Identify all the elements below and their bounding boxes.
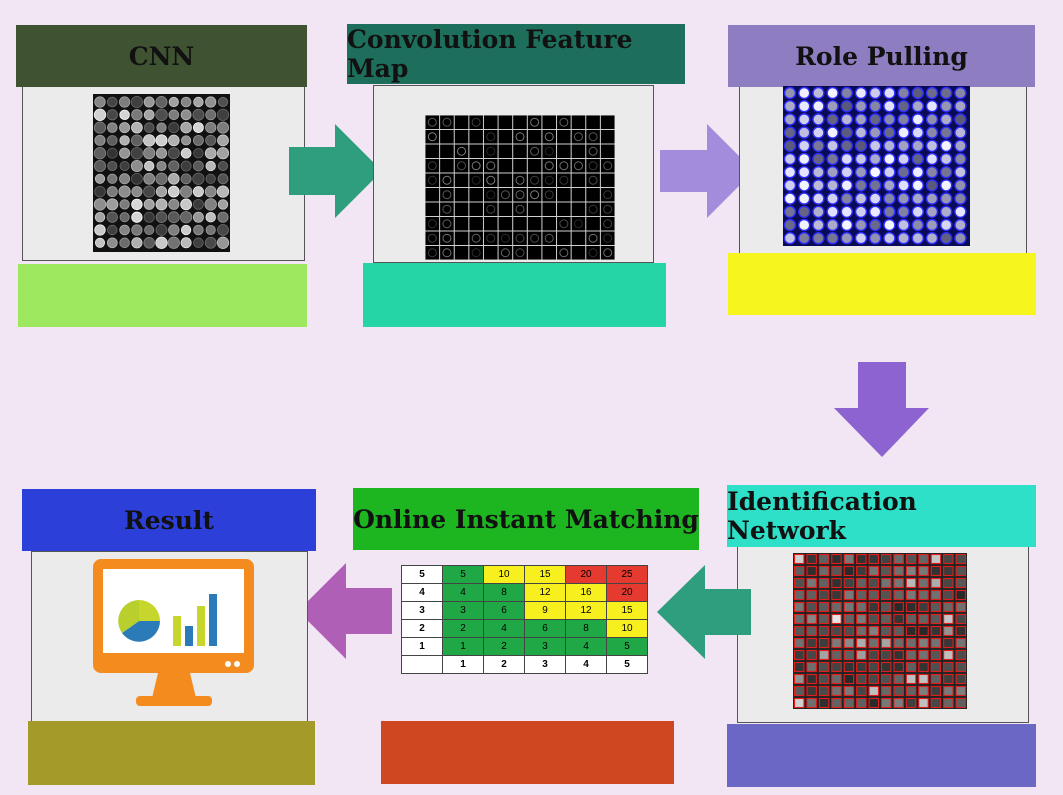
matrix-cell: 16 xyxy=(565,583,607,602)
matrix-row-label: 4 xyxy=(401,583,443,602)
matrix-cell: 20 xyxy=(565,565,607,584)
pool-footer xyxy=(728,253,1036,315)
matrix-cell: 15 xyxy=(606,601,648,620)
cnn-footer xyxy=(18,264,307,327)
matrix-cell: 6 xyxy=(524,619,566,638)
pool-blue-cell-grid-image xyxy=(783,86,970,246)
cnn-grayscale-cell-grid-image xyxy=(93,94,230,252)
arrow-right-icon xyxy=(289,124,382,218)
matrix-col-label: 1 xyxy=(442,655,484,674)
matrix-row-label: 2 xyxy=(401,619,443,638)
matrix-cell: 6 xyxy=(483,601,525,620)
matrix-cell: 4 xyxy=(483,619,525,638)
matrix-cell: 5 xyxy=(442,565,484,584)
matrix-cell: 15 xyxy=(524,565,566,584)
matrix-col-label: 5 xyxy=(606,655,648,674)
arrow-left-icon xyxy=(298,563,392,659)
result-footer xyxy=(28,721,315,785)
cnn-title: CNN xyxy=(16,25,307,87)
matrix-cell: 8 xyxy=(483,583,525,602)
pool-title: Role Pulling xyxy=(728,25,1035,87)
result-title: Result xyxy=(22,489,316,551)
matrix-cell: 2 xyxy=(442,619,484,638)
matrix-cell: 9 xyxy=(524,601,566,620)
matrix-row-label: 3 xyxy=(401,601,443,620)
match-title: Online Instant Matching xyxy=(353,488,699,550)
matrix-cell: 1 xyxy=(442,637,484,656)
ident-red-detection-grid-image xyxy=(793,553,967,709)
arrow-right-icon xyxy=(660,124,754,218)
matrix-cell: 4 xyxy=(565,637,607,656)
monitor-chart-icon xyxy=(93,559,254,706)
ident-title: Identification Network xyxy=(727,485,1036,547)
conv-title: Convolution Feature Map xyxy=(347,24,685,84)
matrix-cell: 2 xyxy=(483,637,525,656)
matrix-cell: 12 xyxy=(565,601,607,620)
matrix-cell: 10 xyxy=(606,619,648,638)
matrix-cell: 3 xyxy=(524,637,566,656)
matrix-cell: 8 xyxy=(565,619,607,638)
conv-footer xyxy=(363,263,666,327)
conv-feature-grid-image xyxy=(425,115,615,260)
matrix-cell: 12 xyxy=(524,583,566,602)
matrix-corner xyxy=(401,655,443,674)
arrow-down-icon xyxy=(834,362,929,457)
matrix-cell: 4 xyxy=(442,583,484,602)
matrix-cell: 20 xyxy=(606,583,648,602)
ident-footer xyxy=(727,724,1036,787)
matrix-col-label: 3 xyxy=(524,655,566,674)
matrix-cell: 5 xyxy=(606,637,648,656)
matrix-cell: 25 xyxy=(606,565,648,584)
matrix-col-label: 4 xyxy=(565,655,607,674)
matrix-col-label: 2 xyxy=(483,655,525,674)
matrix-row-label: 5 xyxy=(401,565,443,584)
matrix-row-label: 1 xyxy=(401,637,443,656)
arrow-left-icon xyxy=(657,565,751,659)
matrix-cell: 3 xyxy=(442,601,484,620)
match-footer xyxy=(381,721,674,784)
matrix-cell: 10 xyxy=(483,565,525,584)
